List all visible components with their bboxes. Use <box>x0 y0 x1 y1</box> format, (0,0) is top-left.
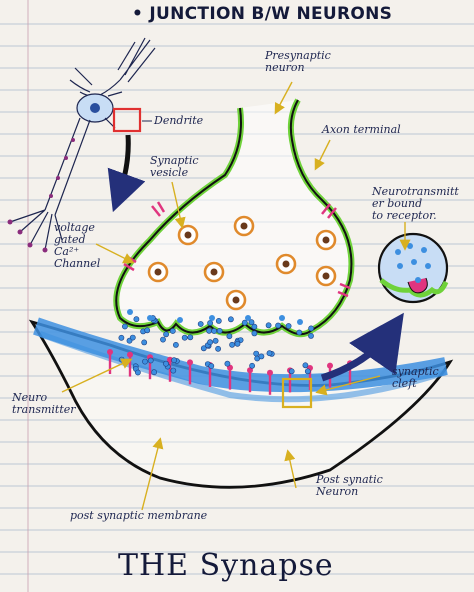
label-presynaptic-neuron: Presynaptic neuron <box>265 49 331 74</box>
synapse-title: THE Synapse <box>118 548 334 583</box>
label-synaptic-cleft: synaptic cleft <box>392 365 439 390</box>
label-arrows <box>61 81 411 511</box>
cleft-band <box>33 317 448 393</box>
cleft-band-lower <box>38 331 447 403</box>
cleft-zoom-arrow <box>320 312 404 382</box>
label-postsynaptic-membrane: post synaptic membrane <box>70 509 208 522</box>
dendrite-highlight-box <box>112 107 142 133</box>
zoom-arrow <box>107 134 146 213</box>
receptor-inset <box>377 232 449 304</box>
presynaptic-outline <box>115 99 353 336</box>
label-postsynaptic-neuron: Post synatic Neuron <box>316 473 383 498</box>
neurotransmitter-molecules <box>118 309 314 376</box>
label-calcium-channel: voltage gated Ca²⁺ Channel <box>54 221 101 270</box>
synaptic-vesicles <box>147 215 337 311</box>
cleft-highlight-box <box>281 377 313 409</box>
label-neurotransmitter-bound: Neurotransmitt er bound to receptor. <box>372 185 459 222</box>
label-synaptic-vesicle: Synaptic vesicle <box>150 154 199 179</box>
label-axon-terminal: Axon terminal <box>322 123 401 136</box>
label-neurotransmitter: Neuro transmitter <box>12 391 76 416</box>
label-dendrite: Dendrite <box>154 114 204 127</box>
page-heading: • JUNCTION B/W NEURONS <box>132 4 393 24</box>
